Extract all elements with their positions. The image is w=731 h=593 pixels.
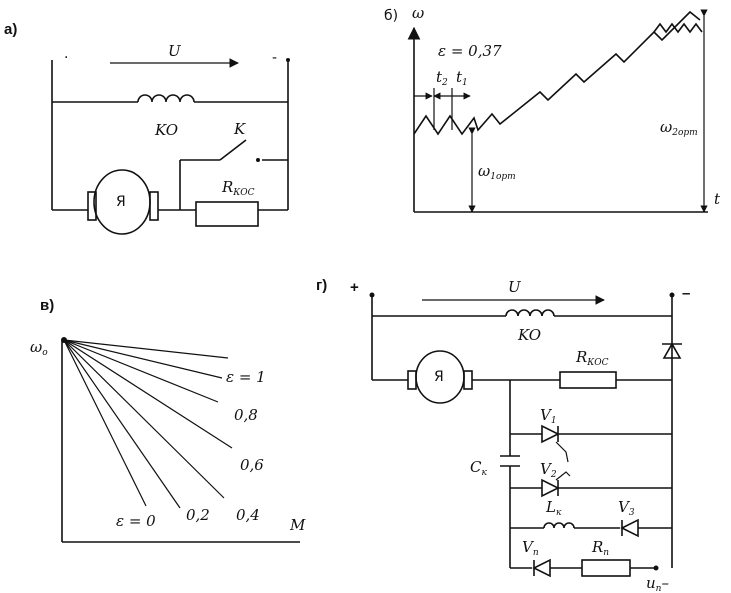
armature-brush-right	[149, 191, 159, 221]
resistor-rkos-g	[559, 371, 617, 389]
label-eps-1: ε = 1	[226, 368, 266, 386]
curve-eps-1	[63, 339, 229, 359]
switch-k-blade	[219, 139, 247, 161]
minus-terminal-dot	[286, 58, 290, 62]
curve-0-2	[63, 339, 181, 509]
resistor-rkos	[195, 201, 259, 227]
curve-eps-0	[63, 339, 147, 507]
panel-g-circuit: г) + – U KO Я RКОС Cк	[316, 277, 690, 593]
panel-b-tag: б)	[384, 8, 398, 24]
v1-label: V1	[540, 406, 557, 426]
voltage-label-g: U	[508, 278, 522, 296]
panel-b-graph: б) ω t ε = 0,37 t2 t1 ω1орт ω2орт	[384, 4, 721, 213]
curve-0-4	[63, 339, 225, 499]
curve-0-8-upper	[63, 339, 223, 379]
coil-ko	[137, 94, 195, 103]
capacitor-label: Cк	[470, 458, 487, 478]
armature-brush-left-g	[407, 370, 417, 390]
switch-contact	[256, 158, 260, 162]
inductor-lk	[543, 522, 575, 529]
panel-g-tag: г)	[316, 277, 327, 294]
lk-label: Lк	[545, 498, 562, 518]
panel-v-tag: в)	[40, 297, 54, 314]
resistor-label-g: RКОС	[575, 348, 609, 368]
diode-vp	[532, 558, 551, 578]
armature-brush-left	[87, 191, 97, 221]
up-terminal-dot	[653, 565, 659, 571]
armature-label: Я	[116, 194, 126, 210]
t2-label: t2	[436, 68, 448, 88]
up-label: uп–	[646, 574, 669, 593]
label-eps-0: ε = 0	[116, 512, 156, 530]
rp-label: Rп	[591, 538, 609, 558]
coil-ko-label: KO	[154, 121, 178, 139]
thyristor-v1	[541, 424, 560, 444]
right-rail-diode	[662, 342, 682, 359]
y-axis-label: ω	[412, 4, 424, 22]
v3-label: V3	[618, 498, 635, 518]
torque-axis-label: M	[289, 516, 306, 534]
omega0-label: ωo	[30, 338, 48, 358]
omega2-label: ω2орт	[660, 118, 698, 138]
thyristor-v1-gate	[555, 441, 569, 463]
thyristor-v2-gate	[555, 471, 571, 481]
diode-v3	[620, 518, 639, 538]
panel-v-characteristics: в) ωo M ε = 1 0,8 0,6 0,4 0,2 ε = 0	[30, 297, 306, 543]
x-axis-label: t	[714, 190, 721, 208]
speed-ripple-top	[653, 22, 703, 34]
label-0-4: 0,4	[236, 506, 260, 524]
omega1-label: ω1орт	[478, 162, 516, 182]
armature-brush-right-g	[463, 370, 473, 390]
thyristor-v2	[541, 478, 560, 498]
resistor-rp	[581, 559, 631, 577]
armature-label-g: Я	[434, 369, 444, 385]
voltage-label: U	[168, 42, 182, 60]
panel-g-plus: +	[350, 279, 359, 296]
panel-g-minus: –	[682, 285, 690, 302]
switch-k-label: K	[233, 120, 246, 138]
panel-a-tag: а)	[4, 21, 17, 38]
coil-ko-g	[505, 309, 555, 317]
panel-a-circuit: а) · - U KO K Я RКОС	[4, 21, 290, 235]
curve-0-8	[63, 339, 219, 403]
t1-label: t1	[456, 68, 468, 88]
curve-0-6	[63, 339, 233, 449]
label-0-8: 0,8	[234, 406, 258, 424]
coil-ko-label-g: KO	[517, 326, 541, 344]
panel-a-plus-terminal: ·	[64, 50, 68, 66]
epsilon-label: ε = 0,37	[438, 42, 502, 60]
resistor-label: RКОС	[221, 178, 255, 198]
label-0-6: 0,6	[240, 456, 264, 474]
vp-label: Vп	[522, 538, 539, 558]
label-0-2: 0,2	[186, 506, 210, 524]
v2-label: V2	[540, 460, 557, 480]
panel-a-minus-terminal: -	[272, 50, 277, 66]
